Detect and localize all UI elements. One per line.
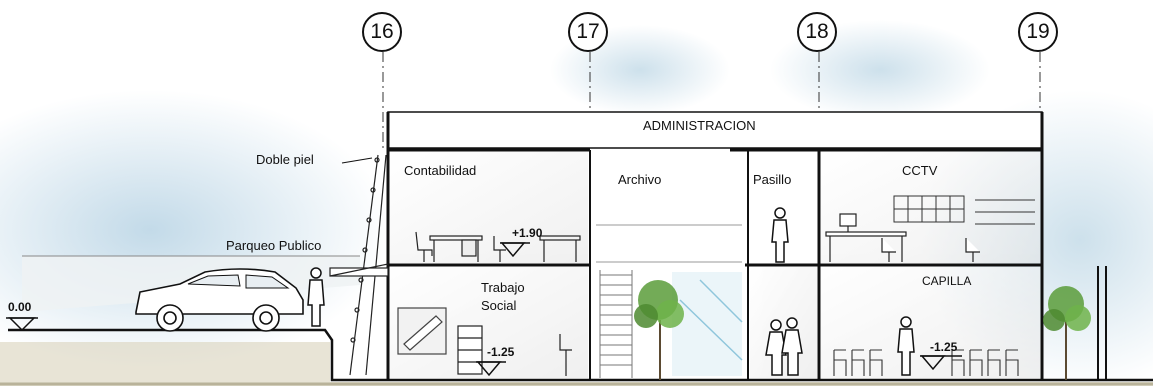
tree-icon [634, 280, 684, 380]
grid-axis-18: 18 [797, 12, 837, 52]
person-icon [307, 267, 325, 327]
person-icon [771, 207, 789, 263]
annotation-doble-piel: Doble piel [256, 152, 314, 167]
grid-axis-19: 19 [1018, 12, 1058, 52]
room-shading [390, 152, 1040, 378]
person-icon [765, 317, 803, 376]
building [386, 111, 1044, 380]
ground [0, 328, 1153, 386]
room-cctv: CCTV [902, 163, 938, 178]
room-archivo: Archivo [618, 172, 662, 187]
room-capilla: CAPILLA [922, 274, 972, 288]
person-icon [897, 316, 915, 376]
glass-atrium [672, 272, 743, 376]
room-trabajo-social-line1: Trabajo [481, 280, 525, 295]
title-administracion: ADMINISTRACION [643, 118, 756, 133]
level-exterior: 0.00 [8, 300, 32, 314]
level-markers [6, 242, 962, 377]
annotation-parqueo-publico: Parqueo Publico [226, 238, 322, 253]
cctv-monitor-wall [893, 195, 1035, 225]
doble-piel-leader [341, 157, 373, 164]
bed-icon [397, 307, 447, 355]
level-lower-left: -1.25 [487, 345, 515, 359]
tree-icon [1043, 286, 1091, 380]
room-trabajo-social-line2: Social [481, 298, 517, 313]
file-cabinet-icon [457, 325, 483, 375]
level-upper: +1.90 [512, 226, 543, 240]
computer-icon [825, 213, 980, 262]
room-pasillo: Pasillo [753, 172, 792, 187]
desk-icon [429, 235, 581, 262]
stair [599, 270, 633, 378]
site-wall [1097, 266, 1107, 380]
car-icon [135, 268, 304, 332]
double-skin-facade [329, 154, 389, 376]
level-lower-right: -1.25 [930, 340, 958, 354]
chair-icon [415, 231, 572, 376]
room-contabilidad: Contabilidad [404, 163, 477, 178]
grid-axis-17: 17 [568, 12, 608, 52]
chair-icon [833, 349, 1019, 376]
grid-axis-16: 16 [362, 12, 402, 52]
